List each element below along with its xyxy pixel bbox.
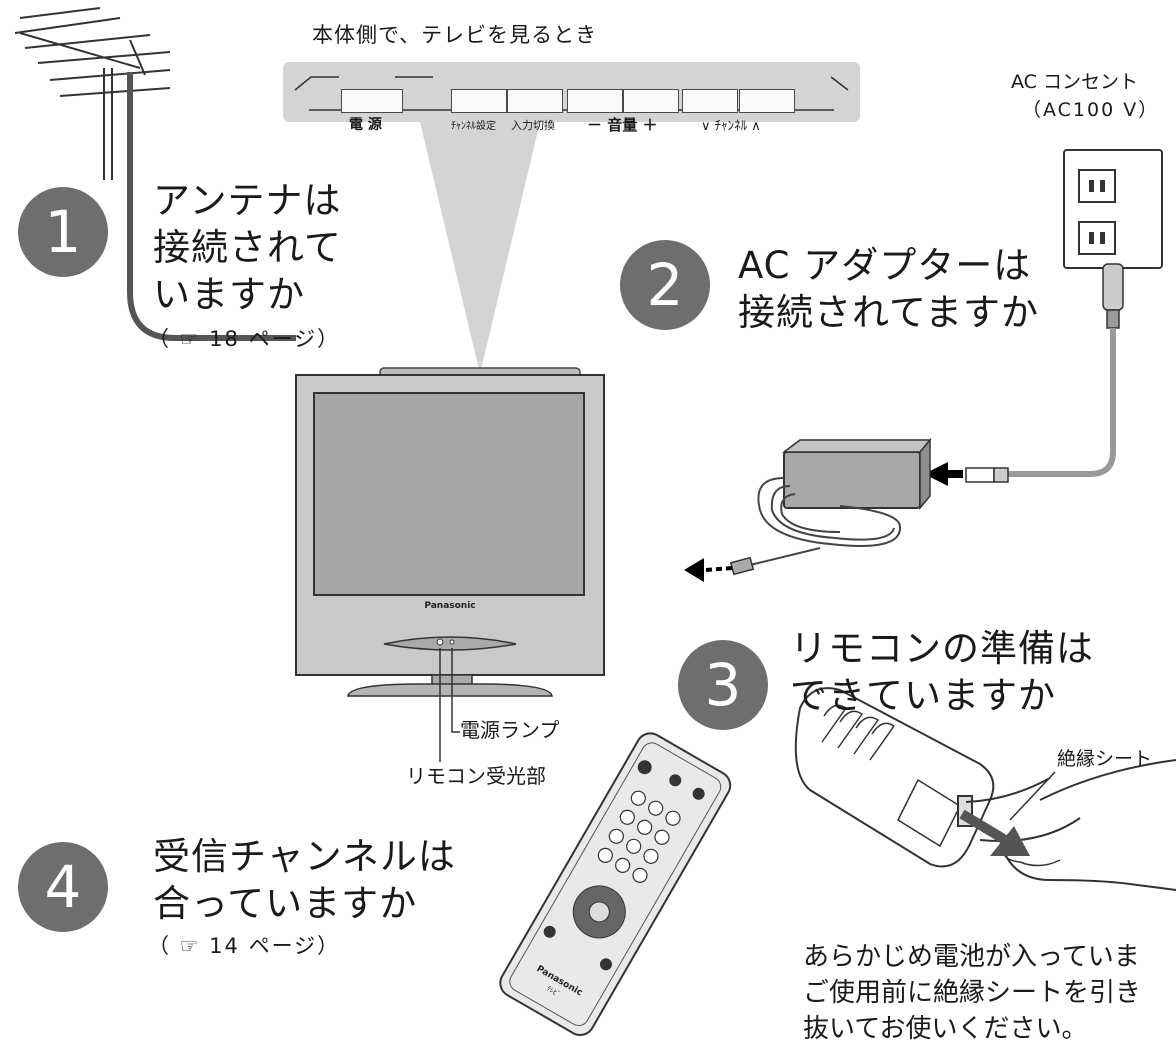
step-1-line-2: 接続されて (153, 226, 342, 269)
step-2-line-1: AC アダプターは (738, 244, 1032, 287)
step-1-badge: 1 (18, 187, 108, 277)
channel-up-button[interactable] (739, 89, 795, 113)
insulation-sheet-label: 絶縁シート (1057, 748, 1153, 770)
antenna-icon (14, 7, 171, 180)
power-label: 電 源 (349, 117, 382, 133)
volume-down-button[interactable] (567, 89, 623, 113)
remote-receiver-label: リモコン受光部 (406, 764, 546, 788)
outlet-label: AC コンセント (1011, 71, 1138, 93)
step-1-page-ref: （ ☞ 18 ページ） (148, 327, 341, 351)
panel-pointer (420, 122, 540, 374)
power-button[interactable] (341, 89, 403, 113)
note-line-3: 抜いてお使いください。 (803, 1014, 1088, 1044)
remote-control-icon: Panasonic ﾃﾚﾋﾞ (499, 732, 732, 1036)
remote-battery-illustration (794, 687, 1176, 891)
panel-caption: 本体側で、テレビを見るとき (312, 23, 598, 47)
step-4-badge: 4 (18, 842, 108, 932)
channel-set-button[interactable] (451, 89, 507, 113)
tv-brand: Panasonic (424, 601, 475, 611)
input-switch-button[interactable] (507, 89, 563, 113)
power-lamp-label: 電源ランプ (460, 718, 560, 742)
panel-lines (294, 76, 849, 111)
step-3-badge: 3 (678, 640, 768, 730)
step-4-line-1: 受信チャンネルは (153, 835, 456, 878)
outlet-voltage: （AC100 V） (1022, 99, 1160, 121)
outlet-icon (1063, 149, 1163, 329)
arrow-icon (924, 462, 948, 486)
step-1-line-1: アンテナは (153, 179, 342, 222)
antenna-cable (127, 72, 296, 341)
step-3-line-1: リモコンの準備は (790, 627, 1094, 670)
step-4-page-ref: （ ☞ 14 ページ） (148, 934, 341, 958)
step-2-line-2: 接続されてますか (738, 291, 1040, 334)
note-line-1: あらかじめ電池が入っていま (803, 942, 1140, 972)
step-2-badge: 2 (620, 240, 710, 330)
pull-arrow-icon (959, 809, 1030, 856)
front-panel: 電 源 ﾁｬﾝﾈﾙ設定 入力切換 － 音量 ＋ ∨ ﾁｬﾝﾈﾙ ∧ (283, 62, 860, 134)
step-1-line-3: いますか (153, 273, 305, 316)
channel-down-button[interactable] (682, 89, 738, 113)
input-switch-label: 入力切換 (511, 119, 555, 132)
channel-label: ∨ ﾁｬﾝﾈﾙ ∧ (701, 119, 761, 134)
ac-adapter-icon (729, 437, 932, 576)
volume-up-button[interactable] (623, 89, 679, 113)
volume-label: － 音量 ＋ (587, 116, 658, 134)
step-3-line-2: できていますか (790, 674, 1056, 717)
tv-set (295, 367, 605, 697)
note-line-2: ご使用前に絶縁シートを引き (803, 978, 1142, 1008)
power-cord (1008, 328, 1116, 477)
step-4-line-2: 合っていますか (153, 882, 418, 925)
channel-set-label: ﾁｬﾝﾈﾙ設定 (451, 121, 496, 132)
